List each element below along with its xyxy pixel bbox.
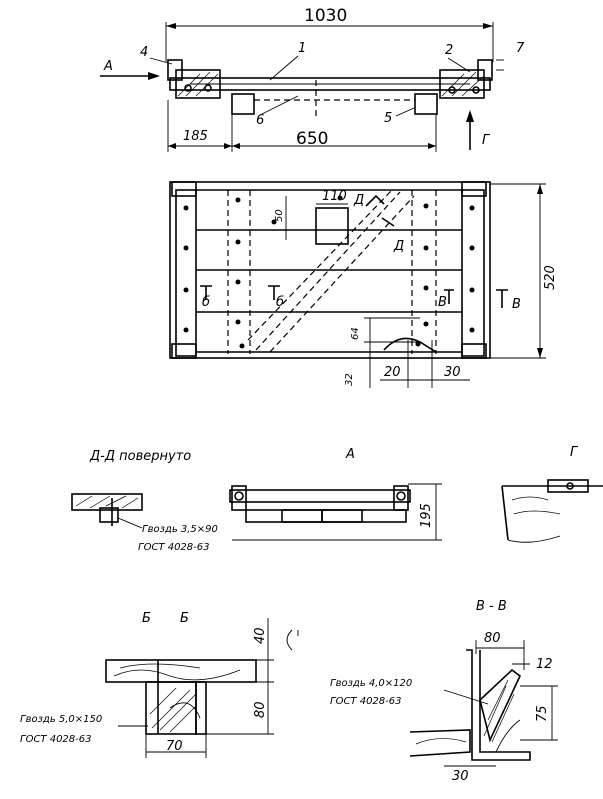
plan-view: 520 110 50 Д Д б б В В 64 32 20 30: [169, 181, 558, 388]
label-5: 5: [384, 111, 392, 126]
cut-mark-d: Д: [353, 193, 364, 208]
dim-12: 12: [536, 657, 553, 672]
cut-mark-d-2: Д: [393, 239, 404, 254]
view-arrow-a-label: A: [103, 59, 113, 74]
view-g-title: Г: [570, 445, 579, 460]
section-dd-gost: ГОСТ 4028-63: [138, 542, 210, 553]
section-bb-title-left: Б: [142, 611, 151, 626]
dim-80: 80: [253, 701, 268, 718]
section-v-v: В - В 80 12 75 30 Гвоздь 4,0×120 ГОСТ 40…: [330, 599, 558, 784]
dim-64: 64: [350, 327, 361, 340]
section-vv-gost: ГОСТ 4028-63: [330, 696, 402, 707]
section-d-d: Д-Д повернуто Гвоздь 3,5×90 ГОСТ 4028-63: [71, 449, 218, 553]
section-vv-nail: Гвоздь 4,0×120: [330, 678, 412, 689]
label-4: 4: [140, 45, 148, 60]
section-dd-title: Д-Д повернуто: [89, 449, 191, 464]
dim-80-vv: 80: [484, 631, 501, 646]
cut-mark-v-right: В: [512, 297, 521, 312]
dim-40: 40: [253, 627, 268, 644]
dim-32: 32: [344, 373, 355, 386]
view-a: А 195: [229, 447, 442, 541]
dim-520: 520: [543, 265, 558, 290]
dim-1030: 1030: [304, 6, 347, 26]
dim-650: 650: [296, 129, 328, 149]
section-b-b: Б Б 40 80 70 Гвоздь 5,0×150 ГОСТ 4028-63: [20, 611, 299, 758]
cut-mark-b-right: б: [276, 295, 284, 310]
view-arrow-g-label: Г: [482, 133, 491, 148]
label-7: 7: [516, 41, 525, 56]
dim-110: 110: [322, 189, 347, 204]
label-6: 6: [256, 113, 264, 128]
dim-70: 70: [166, 739, 183, 754]
dim-185: 185: [183, 129, 208, 144]
dim-30-vv: 30: [452, 769, 469, 784]
section-bb-nail: Гвоздь 5,0×150: [20, 714, 102, 725]
section-bb-title-right: Б: [180, 611, 189, 626]
view-g: Г: [501, 445, 603, 543]
dim-20: 20: [384, 365, 401, 380]
section-vv-title: В - В: [476, 599, 507, 614]
view-a-title: А: [345, 447, 355, 462]
dim-50: 50: [274, 209, 285, 222]
dim-195: 195: [419, 503, 434, 528]
dim-30: 30: [444, 365, 461, 380]
label-2: 2: [445, 43, 453, 58]
cut-mark-b-left: б: [202, 295, 210, 310]
cut-mark-v-left: В: [438, 295, 447, 310]
section-dd-nail: Гвоздь 3,5×90: [142, 524, 218, 535]
dim-75: 75: [535, 705, 550, 722]
section-bb-gost: ГОСТ 4028-63: [20, 734, 92, 745]
top-elevation-view: 1030 4 1 2 7 6 5 A: [100, 6, 525, 152]
label-1: 1: [298, 41, 306, 56]
